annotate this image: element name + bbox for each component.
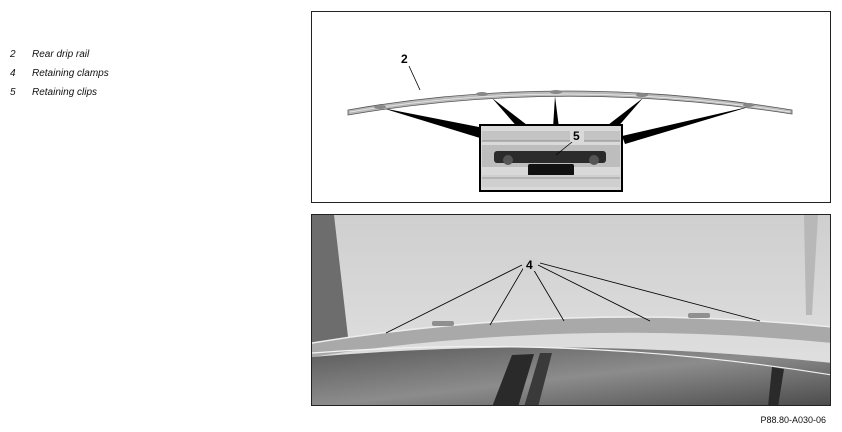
vehicle-roof-illustration: 4 [311, 214, 831, 406]
rail-highlight [349, 93, 791, 113]
legend-text: Retaining clips [32, 87, 98, 98]
clamp-mark [688, 313, 710, 318]
window-stripe [492, 354, 534, 405]
callout-ray [622, 106, 752, 144]
legend-list: 2 Rear drip rail 4 Retaining clamps 5 Re… [10, 49, 109, 106]
rear-window [312, 347, 830, 405]
pillar-right [804, 215, 818, 315]
leader-line [408, 65, 421, 91]
legend-item-retaining-clamps: 4 Retaining clamps [10, 68, 109, 87]
legend-number: 5 [10, 87, 16, 98]
rear-drip-rail [347, 90, 793, 116]
clip-mark [374, 105, 386, 109]
clip-mark [743, 103, 755, 107]
callout-ray [382, 108, 484, 138]
clip-mark [636, 93, 648, 97]
legend-item-rear-drip-rail: 2 Rear drip rail [10, 49, 109, 68]
legend-number: 4 [10, 68, 16, 79]
drip-rail-drawing: 2 5 [347, 52, 793, 192]
clamp-mark [432, 321, 454, 326]
legend-text: Retaining clamps [32, 68, 109, 79]
drip-rail-illustration: 2 5 [311, 11, 831, 203]
callout-ray [492, 98, 527, 129]
legend-number: 2 [10, 49, 16, 60]
callout-ray [553, 96, 559, 128]
clip-mark [550, 90, 562, 94]
clamp-leader-lines [385, 262, 761, 334]
callout-ray [608, 98, 643, 129]
clip-detail-inset: 5 [479, 124, 623, 192]
clip-mark [476, 92, 488, 96]
vehicle-roof-drawing: 4 [312, 215, 830, 405]
pillar-left [312, 215, 348, 347]
callout-rail: 2 [401, 52, 408, 66]
legend-text: Rear drip rail [32, 49, 90, 60]
callout-clamps: 4 [526, 258, 533, 272]
legend-item-retaining-clips: 5 Retaining clips [10, 87, 109, 106]
figure-code: P88.80-A030-06 [760, 415, 826, 425]
retaining-clip-shape [494, 151, 606, 163]
leader-line [555, 141, 573, 156]
callout-clips: 5 [573, 129, 580, 143]
